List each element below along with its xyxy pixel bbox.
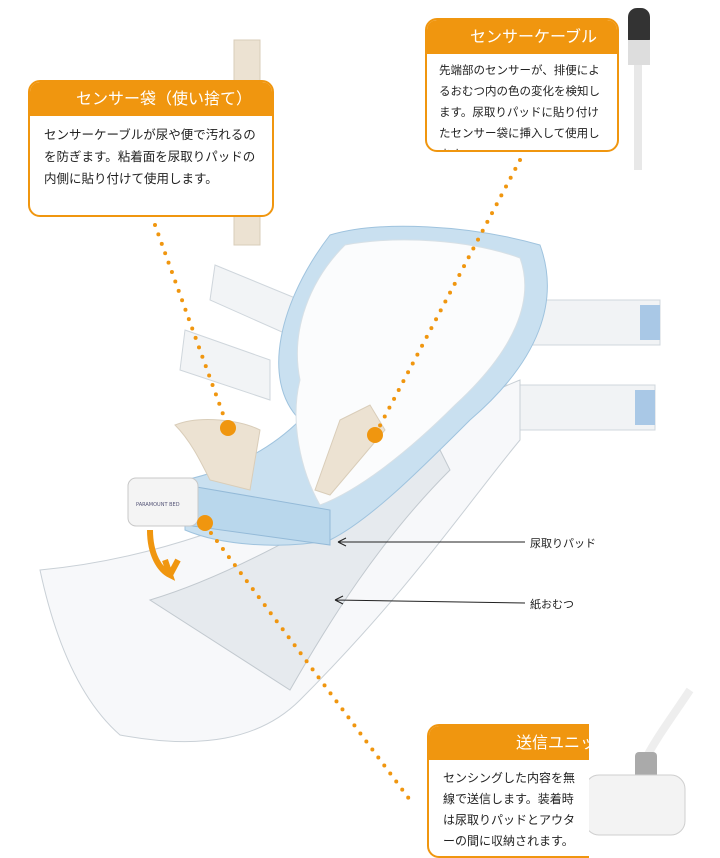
marker-dot bbox=[220, 420, 236, 436]
diaper-tab-right-bottom bbox=[499, 384, 656, 431]
transmitter-image bbox=[584, 774, 686, 836]
callout-sensor-cable: センサーケーブル 先端部のセンサーが、排便によるおむつ内の色の変化を検知します。… bbox=[425, 18, 619, 152]
callout-title: センサーケーブル bbox=[427, 20, 617, 54]
arrow-pad bbox=[337, 537, 525, 547]
sensor-bag-on-pad bbox=[174, 419, 261, 491]
transmitter-connector bbox=[635, 752, 657, 780]
sensor-tip-icon bbox=[628, 8, 650, 48]
callout-body: センサーケーブルが尿や便で汚れるのを防ぎます。粘着面を尿取りパッドの内側に貼り付… bbox=[44, 127, 256, 186]
label-urine-pad: 尿取りパッド bbox=[530, 537, 596, 550]
arrow-diaper bbox=[334, 595, 526, 605]
leader-sensor-bag bbox=[153, 223, 230, 430]
label-paper-diaper: 紙おむつ bbox=[530, 598, 574, 611]
callout-transmitter: 送信ユニット センシングした内容を無線で送信します。装着時は尿取りパッドとアウタ… bbox=[427, 724, 589, 858]
callout-sensor-bag: センサー袋（使い捨て） センサーケーブルが尿や便で汚れるのを防ぎます。粘着面を尿… bbox=[28, 80, 274, 217]
transmitter-unit bbox=[127, 477, 199, 527]
tape-icon bbox=[640, 305, 660, 340]
marker-dot bbox=[367, 427, 383, 443]
tape-icon bbox=[635, 390, 655, 425]
insert-arrow-icon bbox=[147, 529, 181, 581]
sensor-bag-inside bbox=[314, 404, 386, 496]
callout-body: 先端部のセンサーが、排便によるおむつ内の色の変化を検知します。尿取りパッドに貼り… bbox=[439, 63, 600, 150]
callout-title: 送信ユニット bbox=[429, 726, 589, 760]
diaper-tab-left-bottom bbox=[179, 329, 271, 401]
leader-transmitter bbox=[203, 523, 412, 802]
transmitter-cable bbox=[641, 687, 694, 762]
callout-body: センシングした内容を無線で送信します。装着時は尿取りパッドとアウターの間に収納さ… bbox=[443, 771, 576, 848]
leader-sensor-cable bbox=[373, 158, 522, 437]
marker-dot bbox=[197, 515, 213, 531]
callout-title: センサー袋（使い捨て） bbox=[30, 82, 272, 116]
device-brand: PARAMOUNT BED bbox=[136, 502, 180, 508]
sensor-connector bbox=[628, 40, 650, 65]
